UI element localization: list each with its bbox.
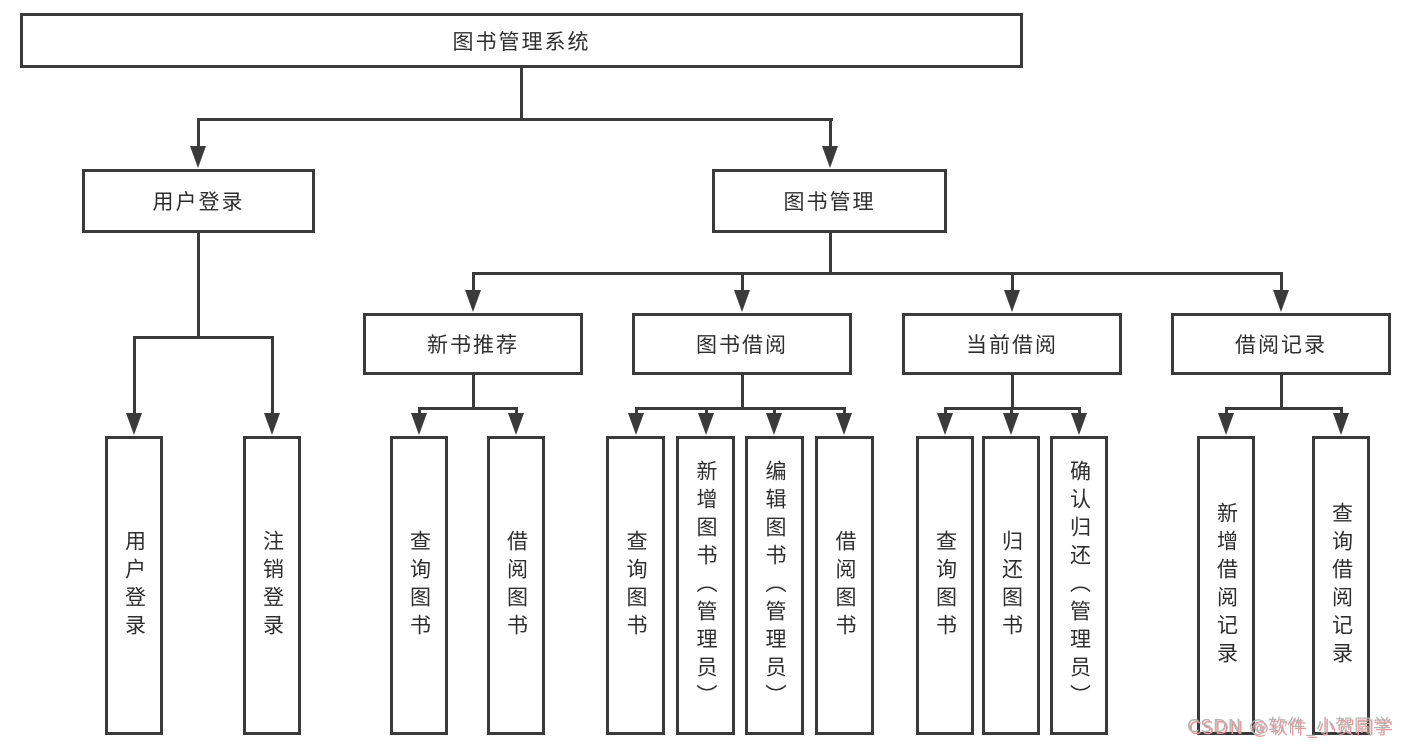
leaf-borrow-edit-books-admin: 编辑图书（管理员） <box>745 436 804 735</box>
connector-line <box>741 375 744 409</box>
leaf-records-add-record: 新增借阅记录 <box>1197 436 1255 735</box>
connector-line <box>472 272 475 292</box>
connector-line <box>705 407 708 415</box>
connector-line <box>472 272 1283 275</box>
leaf-current-query-books-label: 查询图书 <box>933 529 958 642</box>
connector-line <box>944 407 947 415</box>
leaf-borrow-query-books: 查询图书 <box>606 436 665 735</box>
node-root: 图书管理系统 <box>20 13 1023 68</box>
connector-line <box>829 118 832 148</box>
arrow-down-icon <box>126 413 142 435</box>
arrow-down-icon <box>1333 413 1349 435</box>
leaf-records-query-record: 查询借阅记录 <box>1312 436 1370 735</box>
arrow-down-icon <box>734 290 750 312</box>
arrow-down-icon <box>836 413 852 435</box>
connector-line <box>418 407 518 410</box>
connector-line <box>843 407 846 415</box>
leaf-borrow-add-books-admin: 新增图书（管理员） <box>676 436 735 735</box>
leaf-borrow-borrow-books-label: 借阅图书 <box>833 529 857 642</box>
leaf-borrow-add-books-admin-label: 新增图书（管理员） <box>694 459 718 712</box>
connector-line <box>1280 272 1283 292</box>
node-book-management: 图书管理 <box>712 169 947 233</box>
leaf-logout: 注销登录 <box>243 436 301 735</box>
connector-line <box>197 118 833 121</box>
connector-line <box>133 336 136 415</box>
node-borrow-records-label: 借阅记录 <box>1235 333 1327 357</box>
node-current-borrow: 当前借阅 <box>902 313 1122 375</box>
connector-line <box>829 233 832 274</box>
arrow-down-icon <box>628 413 644 435</box>
leaf-borrow-query-books-label: 查询图书 <box>624 529 648 642</box>
node-book-borrow: 图书借阅 <box>632 313 852 375</box>
node-user-login-label: 用户登录 <box>152 190 245 214</box>
connector-line <box>197 233 200 338</box>
connector-line <box>418 407 421 415</box>
leaf-user-login: 用户登录 <box>105 436 163 735</box>
arrow-down-icon <box>1218 413 1234 435</box>
node-borrow-records: 借阅记录 <box>1171 313 1391 375</box>
leaf-current-return-books: 归还图书 <box>982 436 1040 735</box>
connector-line <box>472 375 475 409</box>
connector-line <box>520 68 523 118</box>
connector-line <box>1280 375 1283 409</box>
connector-line <box>635 407 846 410</box>
arrow-down-icon <box>411 413 427 435</box>
connector-line <box>1225 407 1228 415</box>
leaf-records-query-record-label: 查询借阅记录 <box>1329 501 1354 670</box>
arrow-down-icon <box>465 290 481 312</box>
connector-line <box>741 272 744 292</box>
arrow-down-icon <box>1004 290 1020 312</box>
leaf-user-login-label: 用户登录 <box>122 529 147 642</box>
node-user-login: 用户登录 <box>82 169 315 233</box>
leaf-newrec-borrow-books-label: 借阅图书 <box>504 529 529 642</box>
leaf-newrec-borrow-books: 借阅图书 <box>487 436 545 735</box>
connector-line <box>133 336 274 339</box>
connector-line <box>1011 375 1014 409</box>
connector-line <box>1078 407 1081 415</box>
arrow-down-icon <box>264 413 280 435</box>
arrow-down-icon <box>822 146 838 168</box>
node-new-book-recommend-label: 新书推荐 <box>427 333 519 357</box>
arrow-down-icon <box>508 413 524 435</box>
arrow-down-icon <box>1003 413 1019 435</box>
connector-line <box>773 407 776 415</box>
node-new-book-recommend: 新书推荐 <box>363 313 583 375</box>
connector-line <box>515 407 518 415</box>
arrow-down-icon <box>698 413 714 435</box>
csdn-watermark: CSDN @软件_小贺同学 <box>1186 716 1392 737</box>
arrow-down-icon <box>937 413 953 435</box>
connector-line <box>1340 407 1343 415</box>
node-book-management-label: 图书管理 <box>783 190 876 214</box>
leaf-borrow-edit-books-admin-label: 编辑图书（管理员） <box>763 459 787 712</box>
leaf-newrec-query-books-label: 查询图书 <box>407 529 432 642</box>
connector-line <box>1010 407 1013 415</box>
leaf-records-add-record-label: 新增借阅记录 <box>1214 501 1239 670</box>
leaf-newrec-query-books: 查询图书 <box>390 436 448 735</box>
arrow-down-icon <box>190 146 206 168</box>
leaf-logout-label: 注销登录 <box>260 529 285 642</box>
node-book-borrow-label: 图书借阅 <box>696 333 788 357</box>
leaf-borrow-borrow-books: 借阅图书 <box>815 436 874 735</box>
connector-line <box>1011 272 1014 292</box>
leaf-current-return-books-label: 归还图书 <box>999 529 1024 642</box>
node-root-label: 图书管理系统 <box>452 29 591 54</box>
connector-line <box>1225 407 1342 410</box>
connector-line <box>635 407 638 415</box>
arrow-down-icon <box>1071 413 1087 435</box>
connector-line <box>271 336 274 415</box>
arrow-down-icon <box>1273 290 1289 312</box>
connector-line <box>197 118 200 148</box>
leaf-current-confirm-return-admin-label: 确认归还（管理员） <box>1067 459 1092 712</box>
leaf-current-query-books: 查询图书 <box>916 436 974 735</box>
node-current-borrow-label: 当前借阅 <box>966 333 1058 357</box>
leaf-current-confirm-return-admin: 确认归还（管理员） <box>1050 436 1108 735</box>
arrow-down-icon <box>766 413 782 435</box>
